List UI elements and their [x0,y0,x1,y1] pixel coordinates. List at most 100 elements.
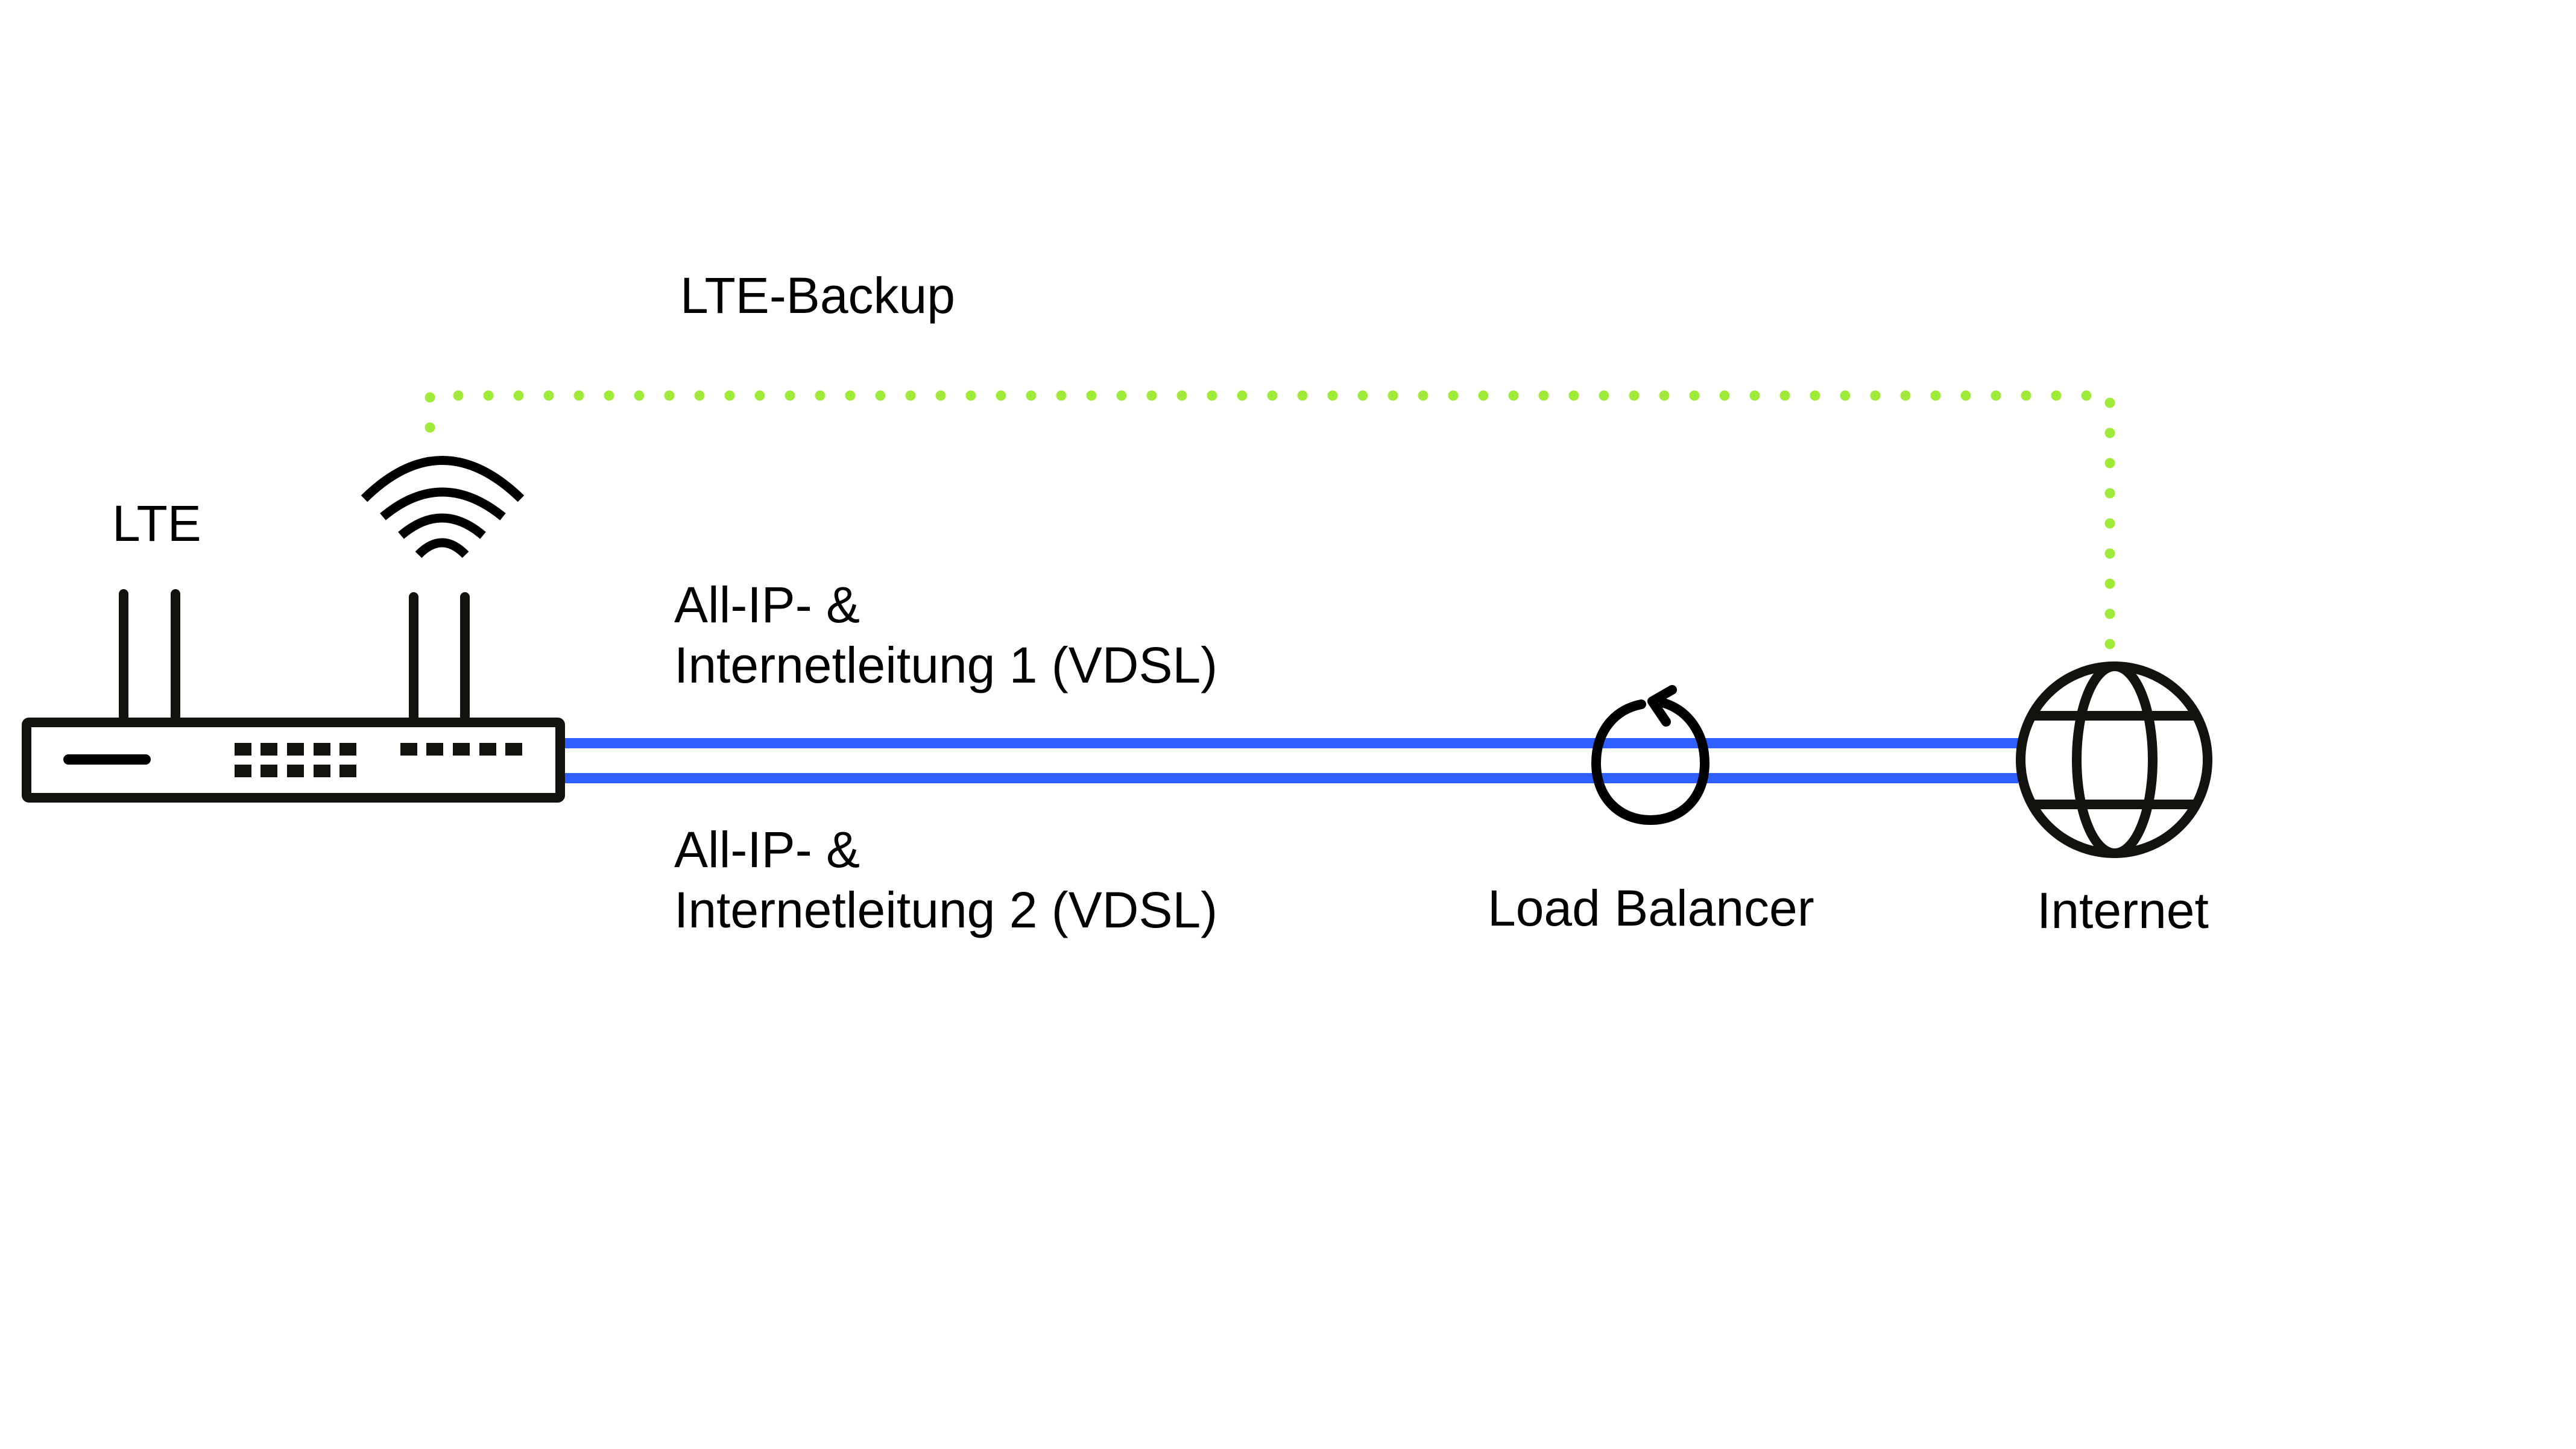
globe-icon [2016,661,2212,858]
router-port [260,743,277,756]
rotate-arc [1591,698,1709,825]
internet-label: Internet [2037,882,2209,939]
backup-dot [1840,390,1851,401]
backup-dot [845,390,856,401]
antenna [171,589,180,725]
backup-dot [1418,390,1428,401]
backup-dot [1116,390,1127,401]
globe-outline [2016,661,2212,858]
backup-dot [1267,390,1278,401]
vdsl-line-2-label-line2: Internetleitung 2 (VDSL) [674,882,1218,938]
router-port [235,765,251,777]
backup-dot [2081,390,2092,401]
router-slot [63,754,151,765]
antenna [119,589,128,725]
backup-dot [1357,390,1368,401]
router-port [287,765,304,777]
router-port [339,765,356,777]
backup-dot [2021,390,2031,401]
backup-dot [905,390,916,401]
lte-label: LTE [112,495,201,552]
wifi-arc [380,487,506,520]
router-port [505,743,522,756]
backup-dot [2104,518,2115,529]
backup-dot [1659,390,1670,401]
backup-dot [2104,578,2115,589]
router-port [339,743,356,756]
antenna [409,592,418,725]
vdsl-connections [565,738,2018,783]
backup-dot [2104,458,2115,469]
backup-dot [754,390,765,401]
backup-dot [1026,390,1037,401]
lte-backup-label: LTE-Backup [680,267,955,324]
router-port [400,743,417,756]
backup-dot [1146,390,1157,401]
router-port [453,743,470,756]
backup-dot [1990,390,2001,401]
rotate-arrowhead [1647,685,1677,727]
router-body [22,718,565,803]
backup-dot [996,390,1006,401]
vdsl-line-1-label: All-IP- & Internetleitung 1 (VDSL) [674,575,1217,695]
backup-dot [513,390,524,401]
router-port [314,765,330,777]
backup-dot [604,390,614,401]
backup-dot [2104,397,2115,408]
wifi-arc [398,513,486,539]
lte-backup-connection [425,390,2115,649]
backup-dot [1478,390,1489,401]
antenna [460,592,470,725]
wifi-arc [415,538,469,558]
globe-meridian [2072,661,2158,858]
backup-dot [694,390,705,401]
backup-dot [1387,390,1398,401]
backup-dot [724,390,735,401]
backup-dot [1297,390,1308,401]
backup-dot [815,390,826,401]
backup-dot [1960,390,1971,401]
backup-dot [1086,390,1097,401]
backup-dot [935,390,946,401]
load-balancer-label: Load Balancer [1488,880,1814,936]
backup-dot [1448,390,1459,401]
backup-dot [1327,390,1338,401]
backup-dot [1689,390,1700,401]
backup-dot [2104,548,2115,559]
backup-dot [425,392,435,403]
backup-dot [875,390,886,401]
backup-dot [664,390,675,401]
router-port [314,743,330,756]
backup-dot [573,390,584,401]
backup-dot [1508,390,1519,401]
router-ports [235,743,522,777]
vdsl-line-2-label-line1: All-IP- & [674,821,860,878]
backup-dot [1870,390,1881,401]
router-port [287,743,304,756]
backup-dot [1779,390,1790,401]
backup-dot [1749,390,1760,401]
backup-dot [1930,390,1941,401]
vdsl-line-1-label-line2: Internetleitung 1 (VDSL) [674,637,1218,693]
backup-dot [2104,488,2115,499]
backup-dot [1056,390,1067,401]
backup-dot [1176,390,1187,401]
router-port [235,743,251,756]
backup-dot [1568,390,1579,401]
backup-dot [2104,608,2115,619]
backup-dot [2051,390,2062,401]
backup-dot [1900,390,1911,401]
backup-dot [784,390,795,401]
backup-dot [1810,390,1820,401]
backup-dot [543,390,554,401]
backup-dot [483,390,494,401]
vdsl-line-1-label-line1: All-IP- & [674,576,860,633]
backup-dot [1207,390,1217,401]
backup-dot [965,390,976,401]
backup-dot [1599,390,1609,401]
router-port [479,743,496,756]
vdsl-line-2-label: All-IP- & Internetleitung 2 (VDSL) [674,819,1217,940]
rotate-ccw-icon [1591,685,1709,825]
